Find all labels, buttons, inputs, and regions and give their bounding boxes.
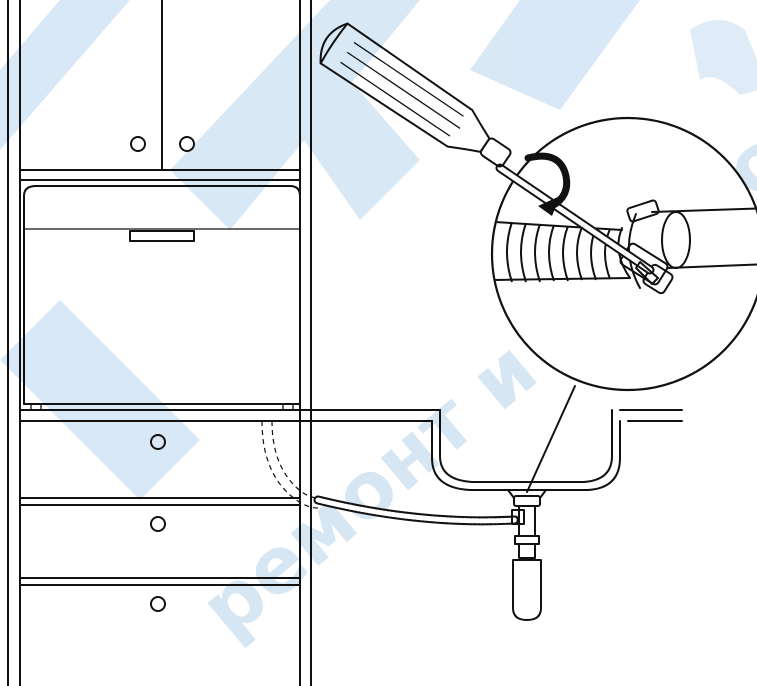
watermark-glyph-right xyxy=(690,20,757,95)
hidden-hose-path xyxy=(261,420,319,509)
drawer-knob-3 xyxy=(150,596,166,612)
cupboard-knob-left xyxy=(130,136,146,152)
drawer-knob-1 xyxy=(150,434,166,450)
corrugated-hose xyxy=(494,221,631,283)
dishwasher-handle xyxy=(129,230,195,242)
cupboard-knob-right xyxy=(179,136,195,152)
drawer-knob-2 xyxy=(150,516,166,532)
drain-hose-icon xyxy=(313,495,520,526)
dishwasher xyxy=(23,185,301,411)
sink-trap-icon xyxy=(511,495,542,621)
lower-drawers xyxy=(19,434,301,612)
screwdriver-icon xyxy=(319,22,659,285)
watermark-shapes xyxy=(0,0,640,500)
rotation-arrow-icon xyxy=(524,152,571,216)
detail-pointer-line xyxy=(526,385,576,493)
pipe-spigot xyxy=(651,207,757,269)
upper-cupboard xyxy=(19,0,301,181)
countertop xyxy=(19,409,683,422)
